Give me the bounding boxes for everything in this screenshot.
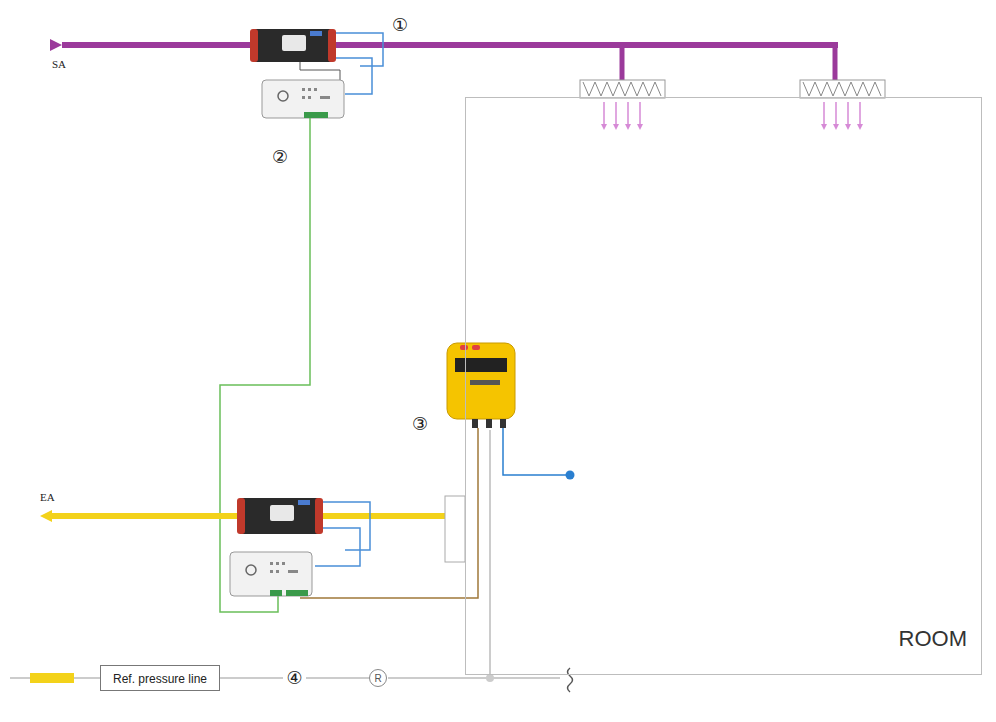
break-symbol [568, 668, 573, 692]
ref-line [10, 677, 30, 679]
room-pressure-sensor [447, 343, 515, 428]
signal-wire [300, 428, 478, 598]
exhaust-damper [237, 498, 323, 534]
room-outline: ROOM [465, 97, 982, 675]
pressure-tap [566, 471, 575, 480]
supply-arrow [50, 39, 62, 51]
supply-duct [62, 42, 838, 48]
wire [300, 62, 340, 80]
callout-number: ③ [412, 413, 428, 435]
diffuser [800, 80, 885, 130]
duct-label: SA [52, 58, 66, 70]
callout-number: ② [272, 146, 288, 168]
duct-label: EA [40, 491, 55, 503]
callout-number: ④ [283, 667, 305, 689]
legend-box: Ref. pressure line [100, 665, 220, 691]
pressure-tube [323, 502, 370, 550]
ref-pressure-tube [489, 430, 491, 678]
pressure-tube [336, 33, 383, 66]
ref-line [388, 677, 560, 679]
pressure-tube [315, 528, 360, 566]
exhaust-grille [445, 496, 465, 562]
diffuser [580, 80, 665, 130]
exhaust-controller [230, 552, 312, 596]
supply-controller [262, 80, 344, 118]
supply-drop [620, 45, 625, 80]
junction-dot [486, 674, 494, 682]
supply-drop [833, 45, 838, 80]
callout-number: ① [392, 14, 408, 36]
node-text: Ref. pressure line [113, 672, 207, 686]
node-text: ROOM [899, 626, 967, 652]
room-pressure-tube [503, 428, 566, 475]
ref-line [74, 677, 100, 679]
exhaust-arrow [40, 510, 52, 522]
node-text: R [374, 673, 381, 684]
supply-damper [250, 29, 336, 62]
bus-wire [220, 118, 310, 612]
tube-tag [30, 673, 74, 683]
reference-port: R [369, 669, 387, 687]
